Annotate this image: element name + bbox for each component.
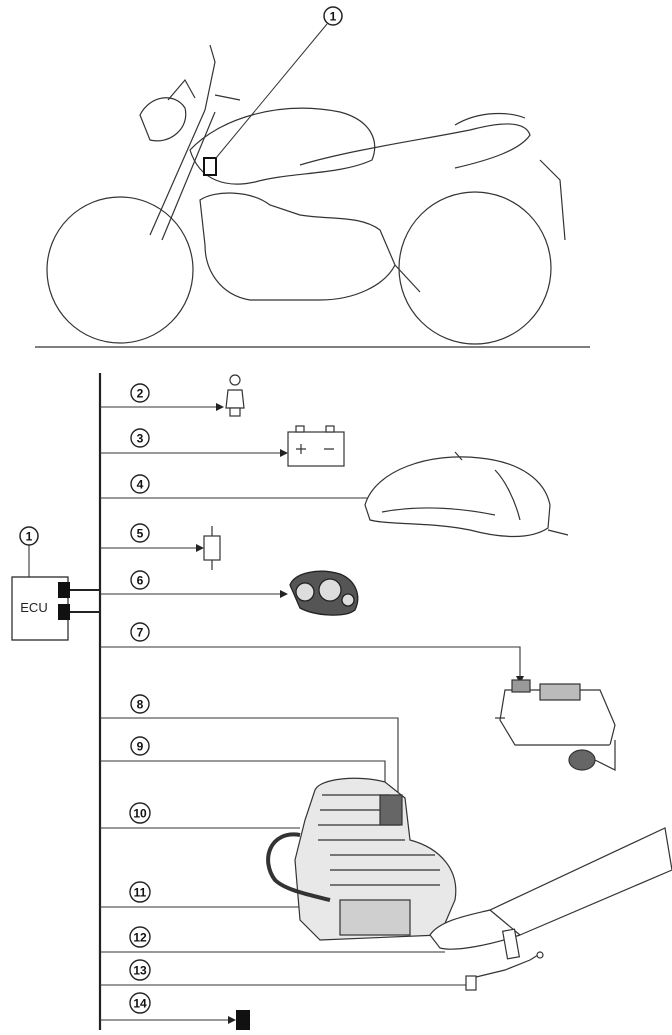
callout-9: 9 [131, 737, 149, 755]
callout-10: 10 [130, 803, 150, 823]
callout-14: 14 [130, 993, 150, 1013]
fuel-tank-icon [365, 452, 568, 537]
callout-3: 3 [131, 429, 149, 447]
callout-8-number: 8 [137, 698, 144, 712]
instrument-housing [168, 80, 195, 100]
instrument-cluster-icon [290, 571, 358, 615]
callout-13-number: 13 [133, 964, 147, 978]
callout-7: 7 [131, 623, 149, 641]
coil-icon [236, 1010, 250, 1030]
callout-9-number: 9 [137, 740, 144, 754]
ecu-label: ECU [20, 600, 47, 615]
callout-2: 2 [131, 384, 149, 402]
exhaust-icon [430, 828, 672, 949]
ecu-connector-a [58, 582, 70, 598]
callout-5: 5 [131, 524, 149, 542]
lamp-icon [226, 375, 244, 416]
tail-section [455, 114, 525, 125]
ecu-callout-number: 1 [26, 530, 33, 544]
callout-6: 6 [131, 571, 149, 589]
rear-wheel [399, 192, 551, 344]
callout-14-number: 14 [133, 997, 147, 1011]
fuel-tank-outline [190, 108, 375, 184]
callout-11: 11 [130, 882, 150, 902]
ecu-location-marker [204, 158, 216, 175]
callout-3-number: 3 [137, 432, 144, 446]
bike-callout: 1 [324, 7, 342, 25]
bike-callout-number: 1 [330, 10, 337, 24]
callout-6-number: 6 [137, 574, 144, 588]
callout-8: 8 [131, 695, 149, 713]
engine-icon [268, 778, 456, 940]
callout-4-number: 4 [137, 478, 144, 492]
callout-10-number: 10 [133, 807, 147, 821]
callout-5-number: 5 [137, 527, 144, 541]
handlebar [205, 45, 240, 110]
bike-callout-leader [216, 24, 327, 158]
ecu-connector-b [58, 604, 70, 620]
callout-12-number: 12 [133, 931, 147, 945]
rear-mudguard [540, 160, 565, 240]
bus-callouts: 2 3 4 5 6 7 8 9 10 11 12 13 14 [130, 384, 150, 1013]
engine-outline [200, 193, 395, 300]
callout-4: 4 [131, 475, 149, 493]
seat-outline [300, 124, 530, 168]
ecu-unit: 1 ECU [12, 527, 100, 640]
headlight [140, 98, 186, 141]
relay-icon [204, 526, 220, 570]
callout-12: 12 [130, 927, 150, 947]
callout-13: 13 [130, 960, 150, 980]
throttle-body-icon [495, 680, 615, 770]
callout-11-number: 11 [134, 886, 147, 900]
callout-7-number: 7 [137, 626, 144, 640]
battery-icon [288, 426, 344, 466]
callout-2-number: 2 [137, 387, 144, 401]
motorcycle-illustration [35, 24, 590, 347]
swingarm [395, 265, 420, 292]
